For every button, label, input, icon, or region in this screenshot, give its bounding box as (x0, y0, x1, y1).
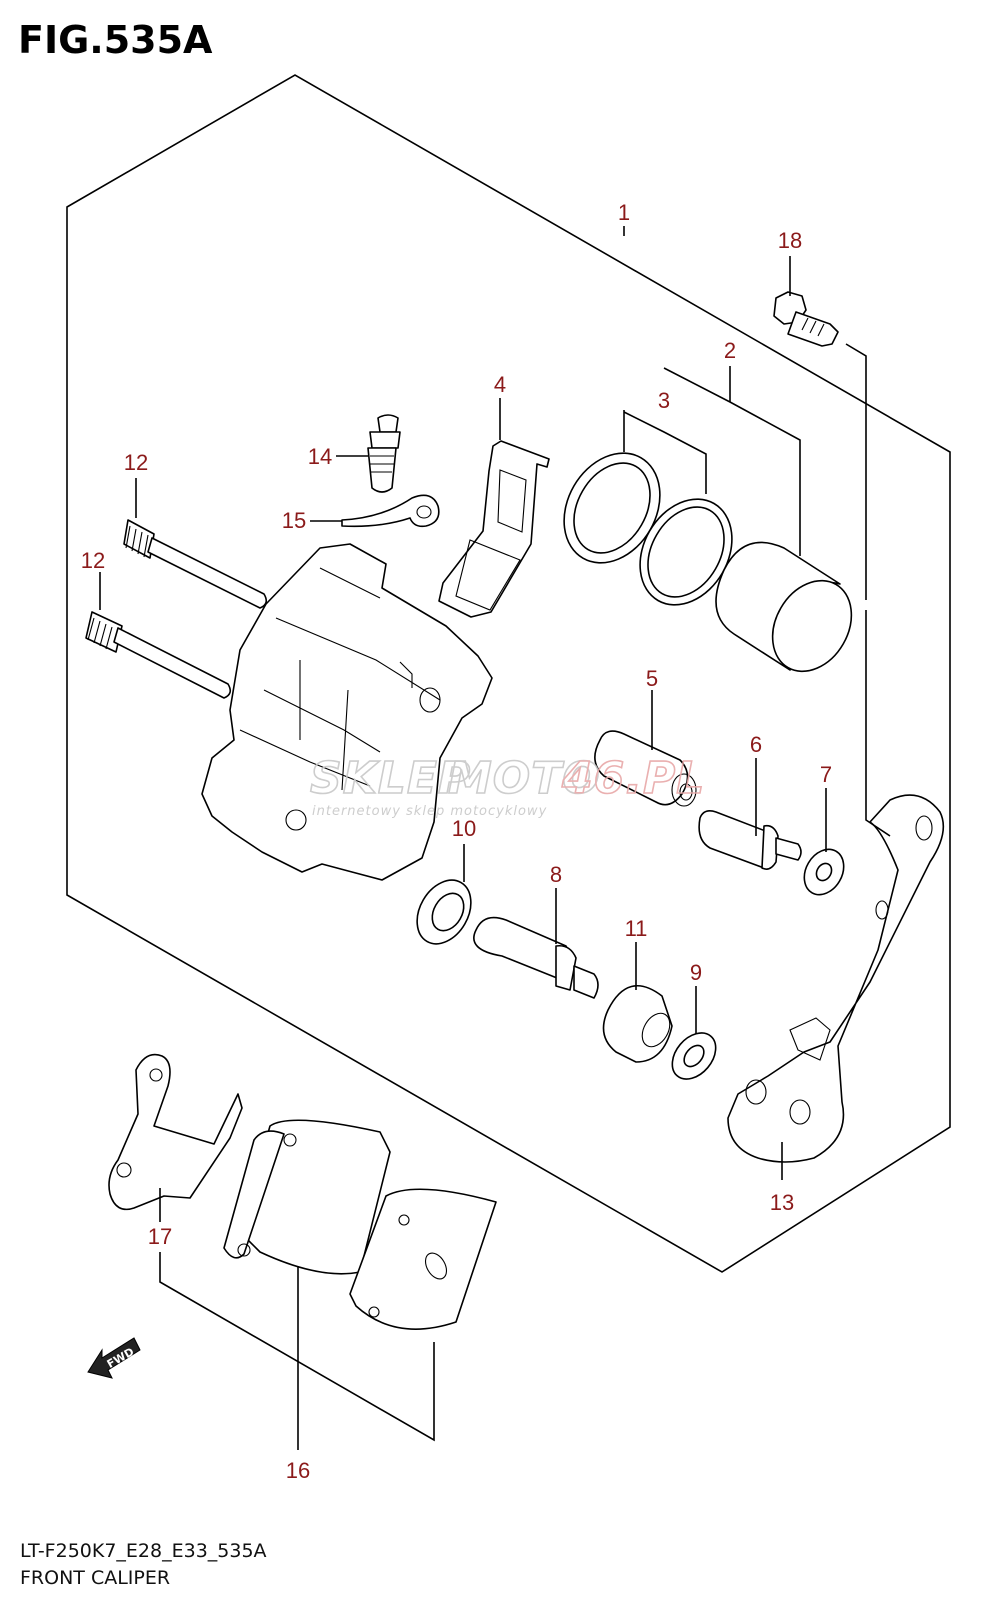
watermark-text-b: MOTO (448, 753, 601, 804)
part-15-cap (341, 494, 440, 528)
callout-18: 18 (778, 228, 802, 253)
part-6-bolt (698, 810, 802, 870)
callout-1: 1 (618, 200, 630, 225)
part-9-washer (671, 1032, 717, 1080)
callout-4: 4 (494, 372, 506, 397)
watermark: SKLEP MOTO 46.PL internetowy sklep motoc… (309, 752, 705, 819)
part-10-boot (416, 879, 472, 945)
part-12-pin-upper (123, 519, 268, 609)
callout-14: 14 (308, 444, 332, 469)
fwd-arrow-icon: FWD (87, 1337, 141, 1379)
part-8-pin (473, 916, 599, 999)
part-3-seal-b (639, 498, 733, 606)
callout-17: 17 (148, 1224, 172, 1249)
leader-lines (99, 226, 891, 1450)
part-2-piston (715, 541, 853, 673)
figure-name: FRONT CALIPER (20, 1567, 171, 1589)
part-3-seal-a (563, 452, 661, 564)
callout-13: 13 (770, 1190, 794, 1215)
part-11-boot (602, 985, 673, 1063)
part-12-pin-lower (85, 611, 232, 699)
part-16-pad-outer (349, 1188, 497, 1330)
callout-15: 15 (282, 508, 306, 533)
callout-11: 11 (625, 916, 648, 941)
part-4-pad-spring (438, 440, 550, 618)
callout-6: 6 (750, 732, 762, 757)
watermark-subtitle: internetowy sklep motocyklowy (312, 804, 547, 819)
callout-3: 3 (658, 388, 670, 413)
callout-16: 16 (286, 1458, 310, 1483)
callout-9: 9 (690, 960, 702, 985)
figure-title: FIG.535A (18, 18, 213, 62)
callout-2: 2 (724, 338, 736, 363)
callout-7: 7 (820, 762, 832, 787)
callout-12-upper: 12 (124, 450, 148, 475)
callout-10: 10 (452, 816, 476, 841)
callout-12-lower: 12 (81, 548, 105, 573)
assembly-outline (66, 74, 951, 1273)
watermark-text-c: 46.PL (561, 753, 705, 804)
watermark-text-a: SKLEP (310, 753, 471, 804)
callout-8: 8 (550, 862, 562, 887)
part-5-sleeve (594, 730, 697, 807)
part-17-shim (108, 1053, 243, 1211)
callout-5: 5 (646, 666, 658, 691)
part-14-bleeder (367, 414, 401, 493)
callouts: 1 2 3 4 5 6 7 8 9 10 11 12 12 13 14 15 1… (81, 200, 832, 1483)
part-16-pad-inner (223, 1119, 391, 1275)
part-18-bolt (773, 291, 839, 347)
caliper-body (201, 543, 493, 881)
figure-model-code: LT-F250K7_E28_E33_535A (20, 1540, 267, 1562)
part-7-washer (803, 848, 845, 896)
part-13-bracket (727, 794, 945, 1163)
